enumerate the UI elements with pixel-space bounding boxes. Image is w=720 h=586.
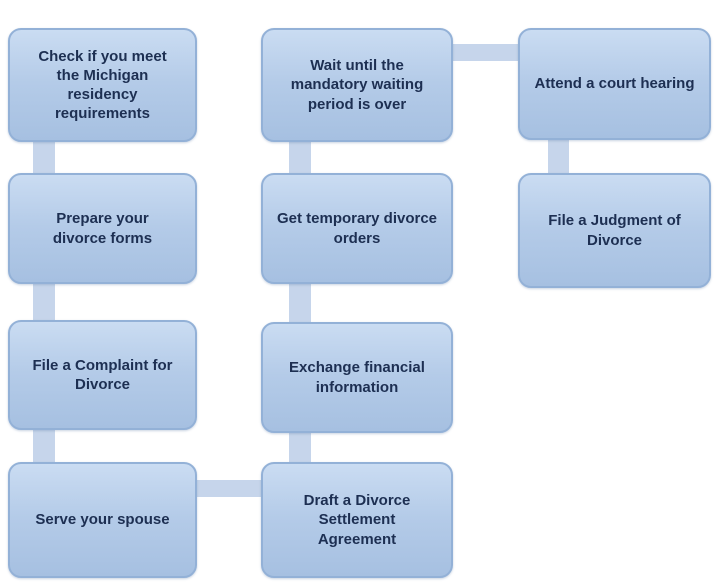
node-draft-settlement-label: Draft a Divorce Settlement Agreement (303, 492, 411, 548)
node-file-judgment-label: File a Judgment of Divorce (548, 212, 681, 249)
node-attend-hearing: Attend a court hearing (518, 28, 711, 140)
node-check-residency-label: Check if you meet the Michigan residency… (38, 47, 167, 123)
node-file-judgment: File a Judgment of Divorce (518, 173, 711, 288)
node-wait-period-label: Wait until the mandatory waiting period … (290, 57, 424, 113)
node-get-temporary-orders: Get temporary divorce orders (261, 173, 453, 284)
connector-prepare-forms-to-file-complaint (33, 278, 55, 326)
node-exchange-financial: Exchange financial information (261, 322, 453, 433)
node-serve-spouse: Serve your spouse (8, 462, 197, 578)
connector-exchange-financial-to-get-temporary-orders (289, 278, 311, 328)
node-prepare-forms-label: Prepare your divorce forms (52, 210, 153, 247)
node-exchange-financial-label: Exchange financial information (289, 359, 425, 396)
connector-serve-spouse-to-draft-settlement (192, 480, 266, 497)
node-file-complaint-label: File a Complaint for Divorce (32, 356, 173, 393)
node-file-complaint: File a Complaint for Divorce (8, 320, 197, 430)
connector-check-residency-to-prepare-forms (33, 135, 55, 180)
connector-draft-settlement-to-exchange-financial (289, 427, 311, 468)
node-wait-period: Wait until the mandatory waiting period … (261, 28, 453, 142)
node-check-residency: Check if you meet the Michigan residency… (8, 28, 197, 142)
connector-get-temporary-orders-to-wait-period (289, 135, 311, 180)
connector-wait-period-to-attend-hearing (448, 44, 523, 61)
node-serve-spouse-label: Serve your spouse (35, 511, 170, 529)
connector-attend-hearing-to-file-judgment (548, 134, 569, 179)
node-attend-hearing-label: Attend a court hearing (534, 75, 695, 93)
node-prepare-forms: Prepare your divorce forms (8, 173, 197, 284)
connector-file-complaint-to-serve-spouse (33, 424, 55, 468)
node-draft-settlement: Draft a Divorce Settlement Agreement (261, 462, 453, 578)
node-get-temporary-orders-label: Get temporary divorce orders (276, 210, 438, 247)
